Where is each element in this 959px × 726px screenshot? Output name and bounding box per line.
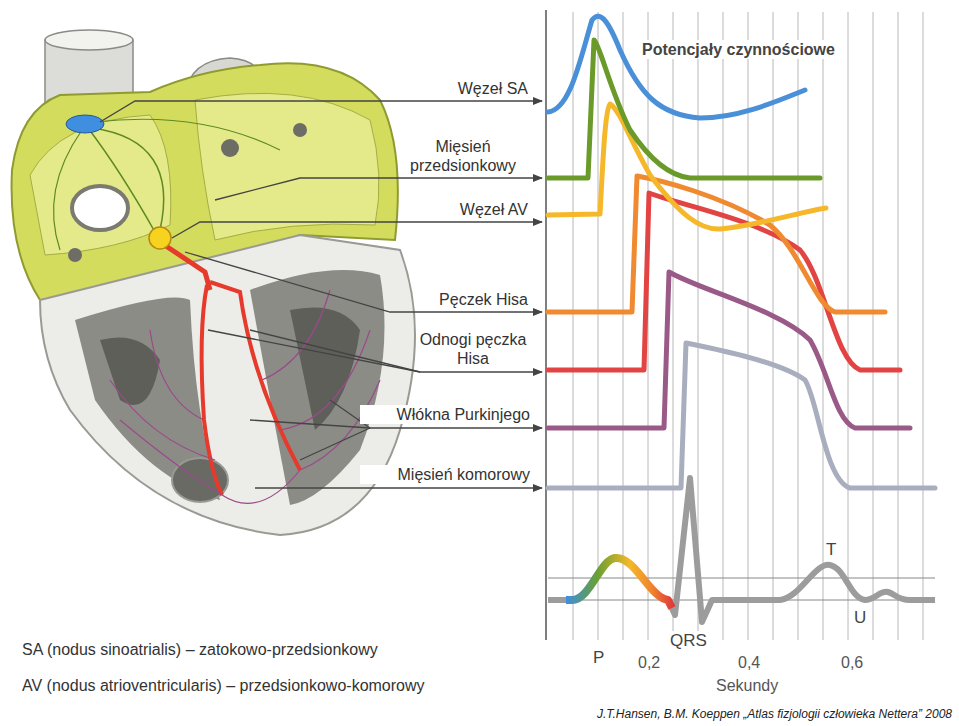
time-grid-part [773,12,774,640]
conduction-system-part [92,128,164,230]
leader-lines-part [250,330,420,372]
conduction-system-part [66,115,104,133]
heart-illustration-part [45,30,133,50]
part-label: Węzeł SA [360,79,528,98]
conduction-system-part [54,130,82,250]
heart-illustration-part [100,338,160,406]
source-caption: J.T.Hansen, B.M. Koeppen „Atlas fizjolog… [597,707,952,722]
time-grid-part [673,12,674,640]
heart-illustration-part [40,235,415,535]
heart-illustration-part [172,458,228,502]
legend-note: SA (nodus sinoatrialis) – zatokowo-przed… [22,640,378,659]
chart-axis [545,10,547,640]
action-potential-curves-part [548,40,820,178]
time-grid-part [898,12,899,640]
ecg-trace [548,478,935,622]
conduction-system [54,115,380,503]
leader-lines-part [172,222,542,238]
part-label: Mięsień przedsionkowy [398,137,528,175]
heart-illustration-part [293,123,307,137]
part-label: Mięsień komorowy [360,465,532,484]
ecg-trace-part [548,578,935,579]
chart-title: Potencjały czynnościowe [640,40,837,59]
part-label: Odnogi pęczka Hisa [418,330,528,368]
heart-illustration-part [290,308,360,431]
time-grid-part [573,12,574,640]
time-grid-part [873,12,874,640]
conduction-system-part-part [300,380,380,470]
ecg-trace-part [548,478,935,622]
heart-illustration-part [195,93,379,240]
wave-label: P [591,648,606,667]
action-potential-curves-part [548,16,805,118]
wave-label: T [824,540,838,559]
leader-lines-part [208,330,542,372]
leader-lines-part [100,101,542,122]
heart-illustration-part [221,139,239,157]
time-grid-part [623,12,624,640]
time-grid-part [598,12,599,640]
legend-note: AV (nodus atrioventricularis) – przedsio… [22,676,425,695]
part-label: Pęczek Hisa [360,290,528,309]
heart-illustration-part [30,115,171,255]
action-potential-curves-part [548,343,935,488]
action-potential-curves-part [548,193,900,370]
part-label: Włókna Purkinjego [360,405,532,424]
ecg-trace-part [566,558,672,608]
conduction-system-part-part [150,330,204,420]
heart-illustration [12,30,415,535]
leader-lines [100,101,542,488]
heart-illustration-part [68,248,82,262]
conduction-system-part [202,285,222,495]
axis-tick: 0,4 [736,653,762,672]
conduction-system-part [110,290,380,503]
axis-title: Sekundy [716,676,778,695]
leader-lines-part [185,252,542,312]
conduction-system-part-part [280,330,370,430]
conduction-system-part [88,128,155,232]
time-grid-part [748,12,749,640]
time-grid-part [923,12,924,640]
conduction-system-part [149,227,171,249]
leader-lines-part [300,428,370,460]
conduction-system-part [95,119,280,150]
axis-tick: 0,2 [636,653,662,672]
time-grid [573,12,923,640]
leader-lines-part [215,178,542,200]
conduction-system-part-part [110,380,215,460]
conduction-system-part-part [222,470,300,503]
leader-lines-part [255,487,542,488]
wave-label: QRS [668,631,709,650]
part-label: Węzeł AV [360,200,528,219]
time-grid-part [798,12,799,640]
heart-illustration-part [72,186,128,230]
action-potential-curves-part [548,272,910,428]
wave-label: U [852,608,868,627]
action-potential-curves [548,16,935,488]
time-grid-part [848,12,849,640]
axis-tick: 0,6 [839,653,865,672]
conduction-system-part [210,282,300,470]
time-grid-part [723,12,724,640]
